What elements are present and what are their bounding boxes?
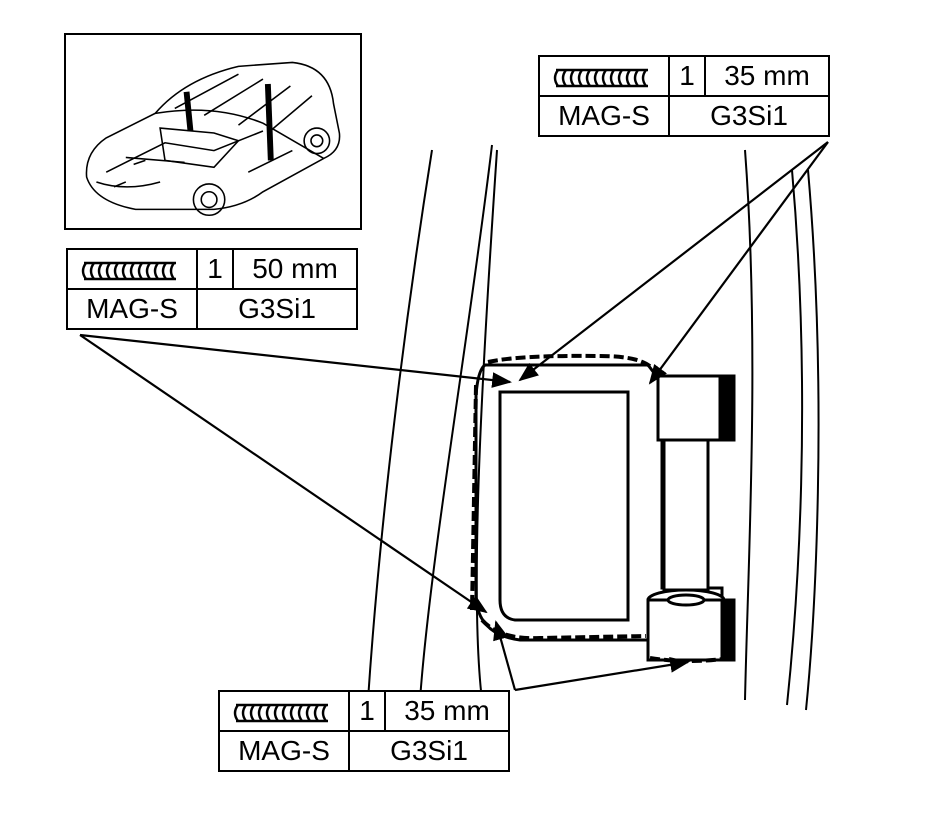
hinge-leaf	[474, 363, 724, 662]
hinge-knuckles	[646, 374, 736, 662]
leader-arrows	[79, 141, 829, 692]
weld-seams	[470, 353, 731, 663]
weld-process: MAG-S	[218, 730, 350, 772]
weld-count: 1	[348, 690, 386, 732]
weld-process: MAG-S	[538, 95, 670, 137]
filler-wire: G3Si1	[348, 730, 510, 772]
weld-spec-table-left: 1 50 mm MAG-S G3Si1	[66, 248, 358, 330]
weld-length: 35 mm	[384, 690, 510, 732]
pillar-contours	[367, 144, 820, 711]
vehicle-outline-icon	[85, 61, 341, 217]
weld-spec-table-bottom: 1 35 mm MAG-S G3Si1	[218, 690, 510, 772]
filler-wire: G3Si1	[196, 288, 358, 330]
filler-wire: G3Si1	[668, 95, 830, 137]
weld-spec-table-top-right: 1 35 mm MAG-S G3Si1	[538, 55, 830, 137]
weld-bead-icon	[538, 55, 670, 97]
weld-length: 50 mm	[232, 248, 358, 290]
weld-bead-icon	[218, 690, 350, 732]
vehicle-locator-inset	[64, 33, 362, 230]
weld-count: 1	[668, 55, 706, 97]
weld-length: 35 mm	[704, 55, 830, 97]
weld-count: 1	[196, 248, 234, 290]
weld-bead-icon	[66, 248, 198, 290]
weld-process: MAG-S	[66, 288, 198, 330]
